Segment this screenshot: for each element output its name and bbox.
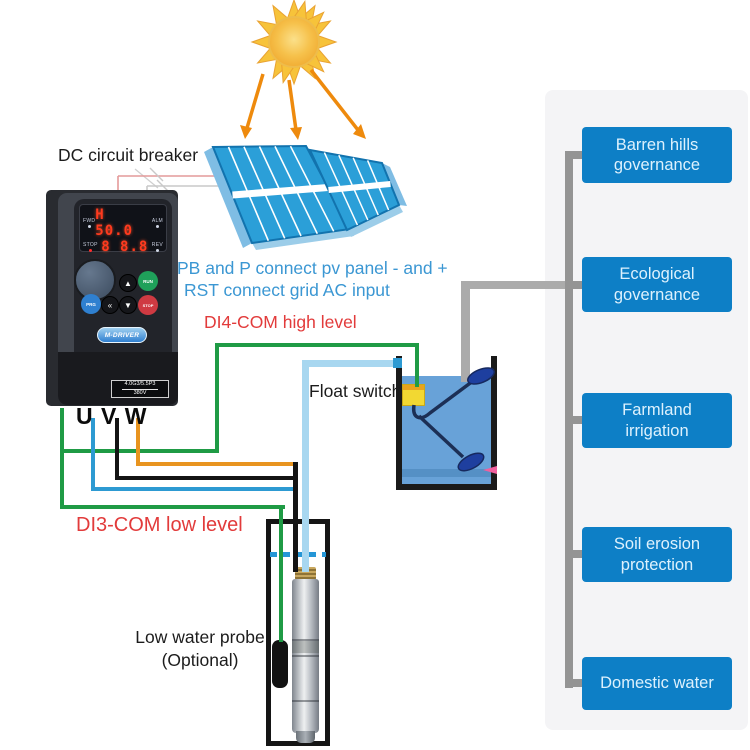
- vfd-nameplate: 4.0G3/5.5P3 380V: [111, 380, 169, 398]
- run-button[interactable]: RUN: [138, 271, 158, 291]
- down-arrow-icon: ▼: [124, 300, 132, 310]
- display-secondary-value: 8 8.8: [101, 239, 149, 255]
- pump-cap: [295, 567, 316, 580]
- brand-logo: M-DRIVER: [97, 327, 147, 343]
- pump-coupling: [292, 641, 319, 653]
- wire-di3-horizontal: [60, 505, 285, 509]
- pump-power-cable: [293, 462, 298, 572]
- fwd-indicator: FWD: [83, 218, 95, 228]
- wire-di4-top: [215, 343, 419, 347]
- float-switch-body: [402, 384, 425, 406]
- solar-panel-icon: [204, 144, 407, 250]
- wire-di4-drop-to-float: [415, 343, 419, 387]
- di4-high-level-label: DI4-COM high level: [204, 312, 357, 332]
- usage-box-domestic-water: Domestic water: [582, 657, 732, 710]
- wire-black-horizontal: [115, 476, 298, 480]
- alm-indicator: ALM: [152, 218, 163, 228]
- stop-button[interactable]: STOP: [138, 295, 158, 315]
- sun-ray-arrows: [240, 68, 366, 140]
- di3-low-level-label: DI3-COM low level: [76, 514, 243, 536]
- pv-wiring-note-line1: PB and P connect pv panel - and +: [177, 258, 448, 278]
- usage-stub-3: [565, 416, 583, 424]
- up-button[interactable]: ▲: [119, 274, 137, 292]
- shift-button[interactable]: «: [101, 296, 119, 314]
- stop-indicator: STOP: [83, 242, 98, 252]
- nameplate-voltage: 380V: [133, 389, 147, 396]
- prg-button-label: PRG: [86, 301, 96, 307]
- stop-button-label: STOP: [142, 302, 154, 308]
- tank-water-band: [402, 469, 491, 477]
- sun-icon: [250, 0, 338, 86]
- low-water-probe-label: Low water probe (Optional): [125, 626, 275, 672]
- prg-button[interactable]: PRG: [81, 294, 101, 314]
- nameplate-model: 4.0G3/5.5P3: [121, 381, 159, 390]
- usage-box-ecological: Ecological governance: [582, 257, 732, 312]
- usage-box-farmland: Farmland irrigation: [582, 393, 732, 448]
- usage-stub-1: [565, 151, 583, 159]
- wire-di3-drop-to-probe: [279, 507, 283, 642]
- tank-outlet-pipe-vertical: [461, 281, 470, 382]
- rev-indicator: REV: [152, 242, 163, 252]
- tank-outlet-pipe-horizontal: [462, 281, 574, 289]
- water-tank: [396, 356, 497, 490]
- usage-stub-2: [565, 281, 583, 289]
- dc-breaker-label: DC circuit breaker: [58, 145, 199, 165]
- low-water-probe: [272, 640, 288, 688]
- down-button[interactable]: ▼: [119, 296, 137, 314]
- run-button-label: RUN: [143, 278, 153, 284]
- wire-blue-horizontal: [91, 487, 298, 491]
- wire-green-vertical: [60, 408, 64, 509]
- water-pipe-horizontal: [302, 360, 398, 367]
- low-water-probe-label-line2: (Optional): [161, 649, 239, 670]
- wire-orange-horizontal: [136, 462, 298, 466]
- water-pipe-tank-inlet: [393, 358, 402, 368]
- pump-foot: [296, 731, 315, 743]
- low-water-probe-label-line1: Low water probe: [135, 627, 265, 647]
- vfd-display: FWD H 50.0 ALM STOP 8 8.8 REV: [79, 204, 167, 255]
- pv-wiring-note: PB and P connect pv panel - and + RST co…: [177, 257, 448, 301]
- water-pipe-vertical: [302, 360, 309, 572]
- display-frequency-value: H 50.0: [95, 207, 134, 239]
- up-arrow-icon: ▲: [124, 278, 132, 288]
- usage-stub-4: [565, 550, 583, 558]
- pump-body: [292, 579, 319, 733]
- wire-black-vertical: [115, 418, 119, 480]
- float-switch-label: Float switch: [309, 381, 402, 401]
- wire-blue-vertical: [91, 418, 95, 491]
- wire-di4-riser: [215, 345, 219, 453]
- wire-orange-vertical: [136, 418, 140, 466]
- vfd-output-terminals: U V W: [76, 403, 148, 429]
- shift-arrow-icon: «: [107, 300, 113, 310]
- well-water-level-dashed: [270, 552, 326, 557]
- submersible-pump: [292, 567, 319, 743]
- pv-wiring-note-line2: RST connect grid AC input: [184, 280, 390, 301]
- usage-box-soil-erosion: Soil erosion protection: [582, 527, 732, 582]
- usage-box-barren-hills: Barren hills governance: [582, 127, 732, 183]
- usage-stub-5: [565, 679, 583, 687]
